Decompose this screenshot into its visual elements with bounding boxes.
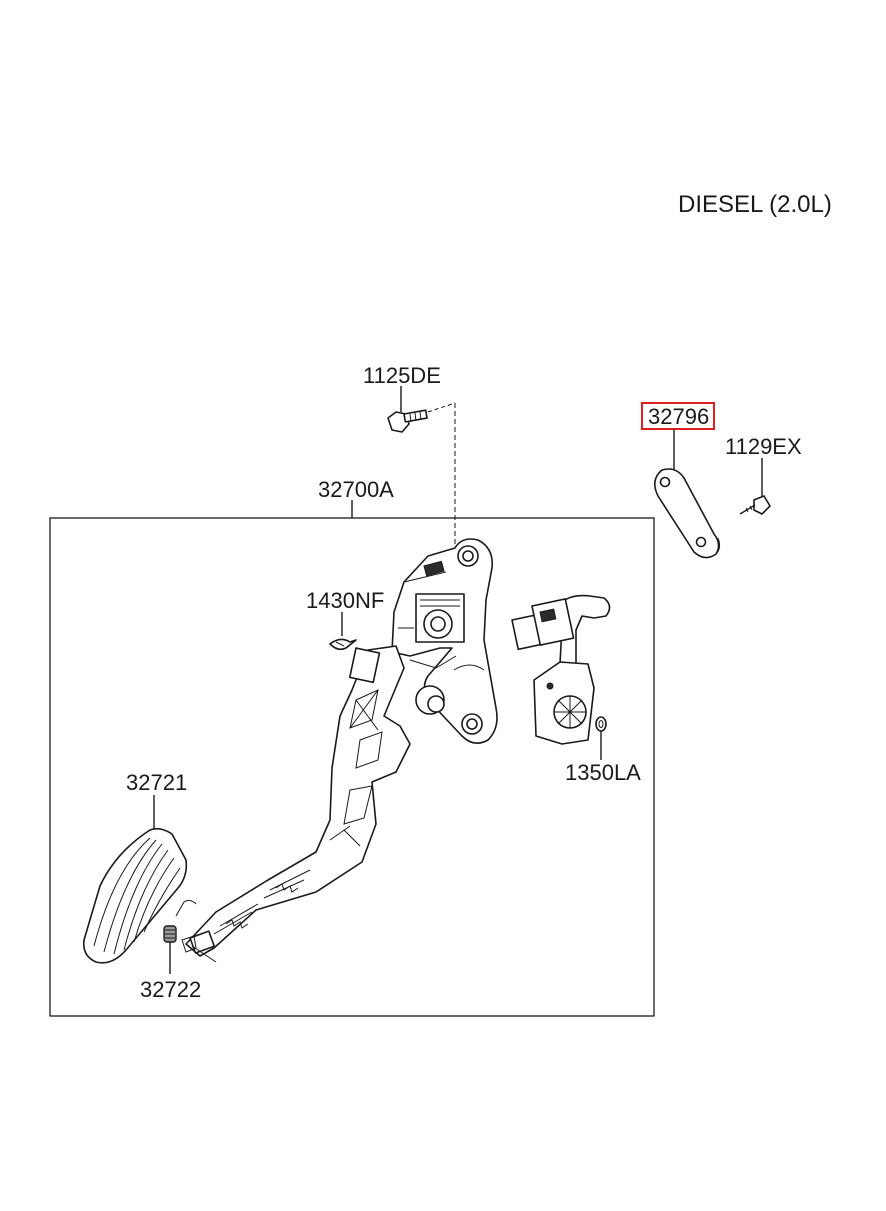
label-32722: 32722 <box>140 977 201 1002</box>
pedal-arm-drawing <box>185 645 411 963</box>
label-1129ex: 1129EX <box>725 434 802 459</box>
label-32700a: 32700A <box>318 477 394 502</box>
pedal-pad-drawing <box>82 827 188 964</box>
label-1125de: 1125DE <box>363 363 441 388</box>
label-1430nf: 1430NF <box>306 588 384 613</box>
bolt-1125de-drawing <box>387 386 456 560</box>
sensor-connector-drawing <box>511 594 611 745</box>
label-1350la: 1350LA <box>565 760 641 785</box>
cover-plate-drawing <box>654 468 721 559</box>
label-32721: 32721 <box>126 770 187 795</box>
screw-1129ex-drawing <box>739 458 771 515</box>
spring-32722-drawing <box>163 899 197 974</box>
pedal-bracket-drawing <box>391 538 498 744</box>
label-32796: 32796 <box>648 404 709 429</box>
clip-1430nf-drawing <box>329 638 357 651</box>
nut-1350la-drawing <box>595 716 607 760</box>
highlight-box-32796 <box>641 402 715 430</box>
engine-label: DIESEL (2.0L) <box>678 191 832 218</box>
